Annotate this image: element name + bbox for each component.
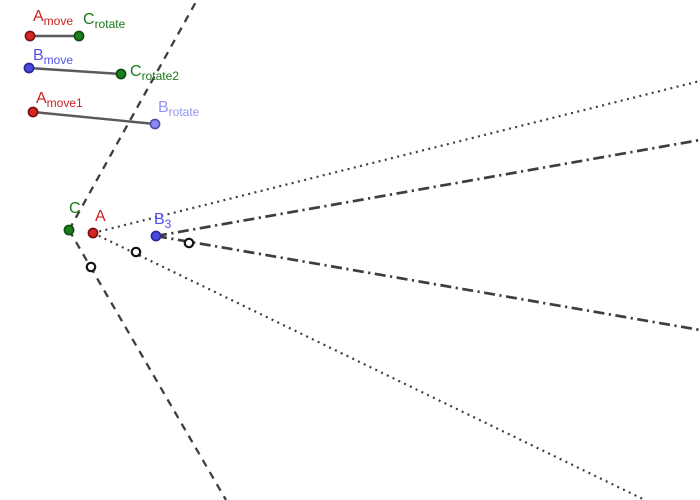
- label-main-text: A: [36, 90, 47, 107]
- label-subscript-text: move: [43, 53, 74, 67]
- label-main-text: A: [95, 208, 106, 225]
- label-subscript-text: rotate: [168, 105, 200, 119]
- ray-dotted-ray-up-from-A[interactable]: [92, 79, 700, 235]
- label-A_move1: Amove1: [36, 90, 83, 110]
- point-A_move[interactable]: [24, 30, 36, 42]
- label-A_move: Amove: [33, 8, 74, 28]
- label-subscript-text: move: [43, 14, 74, 28]
- open-point-3[interactable]: [183, 237, 195, 249]
- label-main-text: A: [33, 8, 44, 25]
- point-B_move[interactable]: [23, 62, 35, 74]
- label-subscript-text: 3: [164, 217, 172, 231]
- segment-Bmove-Crotate2[interactable]: [27, 66, 123, 76]
- label-main-text: C: [130, 63, 142, 80]
- open-point-1[interactable]: [85, 261, 97, 273]
- point-C_rotate2[interactable]: [115, 68, 127, 80]
- ray-dashed-ray-down-from-C[interactable]: [68, 229, 227, 500]
- label-main-text: B: [33, 47, 44, 64]
- label-main-text: C: [83, 11, 95, 28]
- segment-Amove1-Brotate[interactable]: [31, 110, 157, 126]
- point-A[interactable]: [87, 227, 99, 239]
- label-main-text: B: [158, 99, 169, 116]
- label-B_move: Bmove: [33, 47, 74, 67]
- label-C: C: [69, 201, 81, 217]
- label-C_rotate2: Crotate2: [130, 63, 179, 83]
- label-subscript-text: rotate: [94, 17, 126, 31]
- label-C_rotate: Crotate: [83, 11, 126, 31]
- ray-dashdot-ray-down-from-B3[interactable]: [155, 234, 700, 332]
- point-C_rotate[interactable]: [73, 30, 85, 42]
- label-main-text: C: [69, 200, 81, 217]
- label-B_3: B3: [154, 211, 172, 231]
- ray-dashdot-ray-up-from-B3[interactable]: [155, 138, 700, 238]
- ray-dashed-ray-up-from-C[interactable]: [67, 0, 199, 231]
- label-B_rotate: Brotate: [158, 99, 200, 119]
- point-C[interactable]: [63, 224, 75, 236]
- point-A_move1[interactable]: [27, 106, 39, 118]
- point-B_3[interactable]: [150, 230, 162, 242]
- point-B_rotate[interactable]: [149, 118, 161, 130]
- label-main-text: B: [154, 211, 165, 228]
- open-point-2[interactable]: [130, 246, 142, 258]
- label-subscript-text: move1: [46, 96, 83, 110]
- label-A: A: [95, 209, 106, 225]
- label-subscript-text: rotate2: [141, 69, 179, 83]
